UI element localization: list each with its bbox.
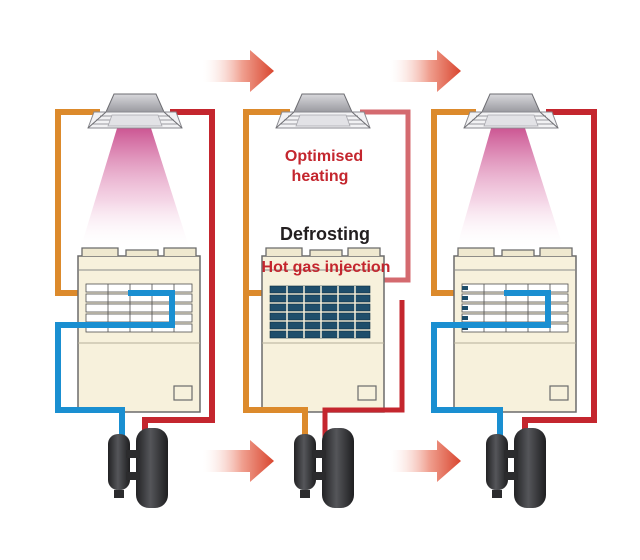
- compressor: [108, 428, 168, 508]
- stage-defrost: Optimised heating Defrosting Hot gas inj…: [243, 93, 411, 508]
- process-arrows-top: [203, 50, 461, 92]
- outdoor-unit: [261, 247, 385, 413]
- blue-pipe: [431, 290, 551, 445]
- orange-pipe: [243, 109, 290, 296]
- stage-recovery: [431, 93, 597, 508]
- indoor-cassette: [463, 93, 559, 129]
- label-optimised: Optimised: [285, 148, 363, 165]
- indoor-cassette: [275, 93, 371, 129]
- outdoor-unit: [453, 247, 577, 413]
- label-hot-gas-injection: Hot gas injection: [262, 259, 391, 276]
- arrow-icon: [390, 50, 461, 92]
- red-pipe: [322, 300, 405, 445]
- label-heating: heating: [292, 168, 349, 185]
- outdoor-unit: [77, 247, 201, 413]
- heat-exchanger-coil-frosted: [269, 285, 371, 339]
- orange-pipe: [243, 330, 308, 445]
- indoor-cassette: [87, 93, 183, 129]
- red-pipe: [142, 109, 215, 445]
- arrow-icon: [390, 440, 461, 482]
- warm-airflow: [80, 125, 190, 250]
- arrow-icon: [203, 440, 274, 482]
- warm-airflow: [456, 125, 564, 250]
- compressor: [294, 428, 354, 508]
- stage-heating: [55, 93, 215, 508]
- blue-pipe: [55, 290, 175, 445]
- compressor: [486, 428, 546, 508]
- arrow-icon: [203, 50, 274, 92]
- process-arrows-bottom: [203, 440, 461, 482]
- label-defrosting: Defrosting: [280, 224, 370, 244]
